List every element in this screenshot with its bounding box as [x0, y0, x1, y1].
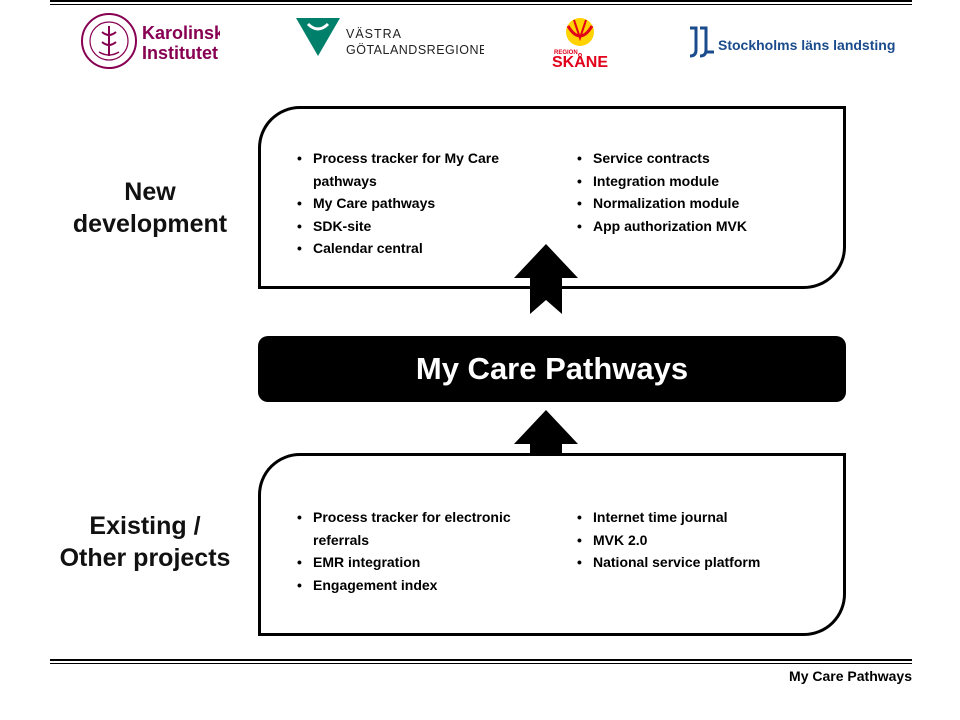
- list-item: EMR integration: [297, 551, 557, 574]
- ki-line1: Karolinska: [142, 23, 220, 43]
- new-development-label: New development: [60, 176, 240, 240]
- existing-line1: Existing /: [89, 512, 201, 540]
- sll-text: Stockholms läns landsting: [718, 37, 895, 53]
- footer-title: My Care Pathways: [789, 668, 912, 684]
- list-item: Internet time journal: [577, 506, 837, 529]
- stockholms-lans-landsting-logo: Stockholms läns landsting: [686, 12, 896, 70]
- list-item: SDK-site: [297, 215, 547, 238]
- new-development-line1: New: [124, 178, 176, 206]
- list-item: Service contracts: [577, 147, 837, 170]
- skane-small: REGION: [554, 50, 578, 56]
- existing-projects-label: Existing / Other projects: [40, 510, 250, 574]
- list-item: Process tracker for My Care pathways: [297, 147, 547, 192]
- ki-line2: Institutet: [142, 43, 218, 63]
- karolinska-institutet-logo: Karolinska Institutet: [80, 12, 220, 70]
- list-item: Normalization module: [577, 192, 837, 215]
- new-development-list-right: Service contracts Integration module Nor…: [577, 147, 837, 237]
- existing-projects-list-left: Process tracker for electronic referrals…: [297, 506, 557, 596]
- my-care-pathways-banner: My Care Pathways: [258, 336, 846, 402]
- skane-name: SKÅNE: [552, 52, 608, 70]
- new-development-list-left: Process tracker for My Care pathways My …: [297, 147, 547, 260]
- banner-title: My Care Pathways: [415, 351, 689, 386]
- list-item: Engagement index: [297, 574, 557, 597]
- existing-line2: Other projects: [59, 544, 231, 572]
- existing-projects-panel: Process tracker for electronic referrals…: [258, 453, 846, 636]
- list-item: App authorization MVK: [577, 215, 837, 238]
- list-item: Calendar central: [297, 237, 547, 260]
- list-item: National service platform: [577, 551, 837, 574]
- vgr-line2: GÖTALANDSREGIONEN: [346, 43, 484, 57]
- list-item: My Care pathways: [297, 192, 547, 215]
- region-skane-logo: REGION SKÅNE: [548, 12, 612, 70]
- vastra-gotalandsregionen-logo: VÄSTRA GÖTALANDSREGIONEN: [294, 12, 484, 70]
- header-rule: [50, 0, 912, 6]
- footer-rule: [50, 659, 912, 665]
- list-item: MVK 2.0: [577, 529, 837, 552]
- list-item: Process tracker for electronic referrals: [297, 506, 557, 551]
- up-arrow-icon: [514, 244, 578, 314]
- list-item: Integration module: [577, 170, 837, 193]
- existing-projects-list-right: Internet time journal MVK 2.0 National s…: [577, 506, 837, 574]
- new-development-panel: Process tracker for My Care pathways My …: [258, 106, 846, 289]
- new-development-line2: development: [72, 210, 228, 238]
- vgr-line1: VÄSTRA: [346, 27, 402, 41]
